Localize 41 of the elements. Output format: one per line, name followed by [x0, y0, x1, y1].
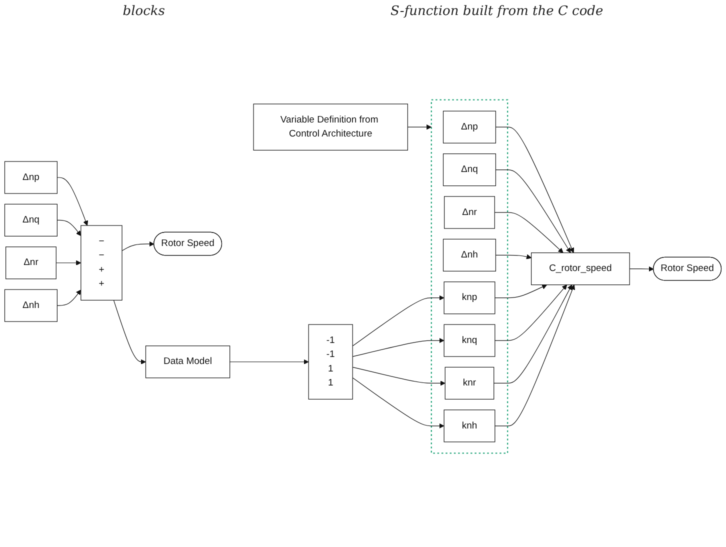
arrow: [113, 300, 146, 364]
arrow: [494, 212, 564, 254]
arrow: [494, 284, 575, 426]
heading-text: blocks: [122, 4, 165, 19]
node-box: Data Model: [145, 346, 230, 378]
node-box: knp: [444, 282, 496, 314]
node-box: Δnr: [6, 246, 56, 280]
heading-text: S-function built from the C code: [390, 4, 604, 19]
arrow: [629, 266, 654, 272]
node-box: C_rotor_speed: [531, 252, 630, 286]
arrow: [56, 260, 82, 266]
arrow: [56, 177, 88, 226]
arrow: [495, 126, 574, 254]
node-box: Δnq: [442, 153, 496, 186]
arrow: [56, 290, 82, 306]
node-box: Δnh: [442, 238, 496, 272]
arrow: [122, 241, 154, 252]
node-box: Δnp: [4, 161, 58, 194]
arrow: [494, 284, 568, 341]
arrow: [407, 124, 432, 130]
node-box: Variable Definition from Control Architecture: [253, 104, 408, 151]
node-box: knr: [444, 366, 494, 400]
arrow: [352, 295, 444, 346]
node-box: Δnq: [4, 204, 58, 236]
arrow: [494, 284, 572, 384]
node-box: Δnr: [444, 196, 495, 229]
arrow: [352, 377, 444, 428]
node-box: Δnh: [4, 289, 58, 322]
arrow: [494, 284, 548, 298]
arrow: [352, 338, 444, 357]
node-box: − − + +: [80, 225, 122, 301]
node-box: knq: [444, 324, 496, 357]
node-box: -1 -1 1 1: [308, 324, 353, 400]
arrow: [230, 359, 309, 364]
arrow: [495, 254, 532, 260]
node-box: knh: [444, 410, 496, 442]
arrow: [352, 366, 446, 386]
arrow: [495, 169, 571, 254]
arrow: [56, 220, 82, 236]
node-box: Δnp: [442, 110, 496, 144]
cluster: [430, 99, 508, 454]
